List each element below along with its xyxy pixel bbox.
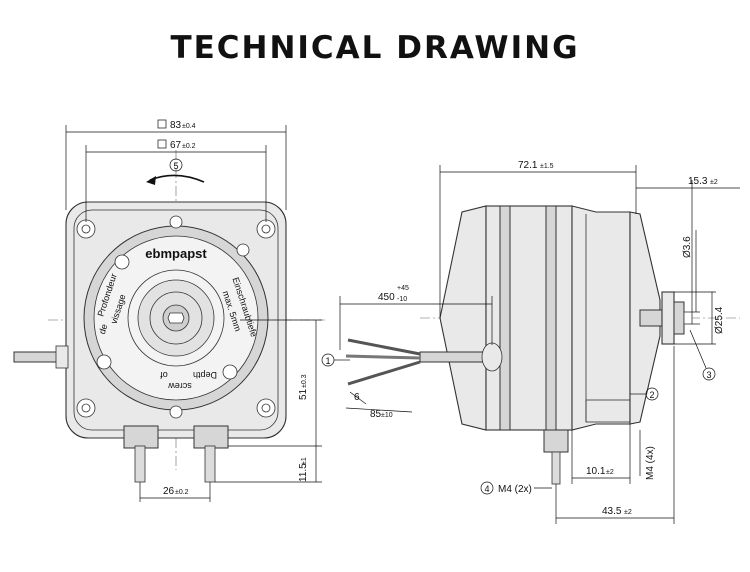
dim-450-tol-plus: +45 [397, 285, 409, 292]
cable-grommet [55, 345, 69, 369]
rotation-arrow [149, 174, 205, 183]
dim-line-85 [345, 407, 413, 413]
dim-10-1-tol: ±2 [606, 469, 614, 476]
dim-83-value: 83 [170, 120, 182, 131]
dim-67-tol: ±0.2 [182, 143, 196, 150]
dim-6-value: 6 [354, 392, 360, 403]
square-symbol [157, 139, 167, 149]
face-hole [222, 364, 238, 380]
front-view: ebmpapst Profondeur de vissage Einschrau… [13, 119, 325, 502]
bearing-ring-outer [127, 269, 225, 367]
dim-51-value: 51 [298, 388, 309, 400]
cable-gland [481, 342, 503, 372]
mount-screw [551, 451, 561, 485]
face-hole [236, 243, 250, 257]
dim-26-tol: ±0.2 [175, 489, 189, 496]
corner-hole [76, 219, 96, 239]
callout-4-circle [480, 481, 494, 495]
callout-1: 1 [325, 356, 330, 366]
square-symbol [157, 119, 167, 129]
dim-83-tol: ±0.4 [182, 123, 196, 130]
shaft-hex [167, 312, 185, 324]
brand-logo: ebmpapst [145, 246, 207, 261]
corner-hole-inner [81, 224, 91, 234]
terminal-pin-right [204, 445, 216, 483]
side-view: 72.1 ±1.5 15.3 ±2 Ø3.6 Ø25.4 3 450 +45 -… [321, 160, 740, 524]
bearing-ring-inner [149, 291, 203, 345]
dim-67-value: 67 [170, 140, 182, 151]
hub [661, 291, 675, 345]
callout-3: 3 [706, 370, 711, 380]
dim-72-1-value: 72.1 [518, 160, 538, 171]
callout-2: 2 [649, 390, 654, 400]
dim-11-5-tol: ±1 [301, 457, 308, 465]
screw-side-label: M4 (4x) [645, 446, 656, 480]
dim-450-tol-minus: -10 [397, 296, 407, 303]
side-cable [419, 351, 487, 363]
dim-10-1-value: 10.1 [586, 466, 606, 477]
dim-15-3-tol: ±2 [710, 179, 718, 186]
callout-5-circle [169, 158, 183, 172]
bottom-terminals [123, 425, 229, 483]
dim-43-5-value: 43.5 [602, 506, 622, 517]
corner-hole-inner [261, 224, 271, 234]
side-flange [585, 399, 631, 423]
callout-5: 5 [173, 161, 178, 171]
corner-hole [256, 398, 276, 418]
front-frame-side [571, 205, 631, 431]
face-hole [169, 405, 183, 419]
dim-15-3-value: 15.3 [688, 176, 708, 187]
corner-hole [256, 219, 276, 239]
terminal-pin-left [134, 445, 146, 483]
motor-housing [485, 205, 573, 431]
housing-rib [499, 205, 511, 431]
callout-2-circle [645, 387, 659, 401]
cable-leads [345, 338, 421, 386]
mount-boss [543, 429, 569, 453]
shaft-tip [683, 311, 693, 325]
callout-3-circle [702, 367, 716, 381]
callout-4: 4 [484, 484, 489, 494]
dim-26-value: 26 [163, 486, 175, 497]
face-hole [96, 354, 112, 370]
face-hole [114, 254, 130, 270]
dim-450-value: 450 [378, 292, 395, 303]
lead-wire [347, 338, 421, 356]
housing-rib [545, 205, 557, 431]
corner-hole-inner [81, 403, 91, 413]
callout-3-leader [689, 329, 707, 369]
screw-label: M4 (2x) [498, 484, 532, 495]
dim-85-tol: ±10 [381, 412, 393, 419]
corner-holes [76, 219, 276, 418]
dim-3-6-value: Ø3.6 [682, 236, 693, 258]
corner-hole [76, 398, 96, 418]
dim-line-6 [349, 391, 367, 405]
corner-hole-inner [261, 403, 271, 413]
label-fr-line2: de [97, 323, 110, 336]
face-holes [96, 215, 250, 419]
dim-85-value: 85 [370, 409, 382, 420]
dim-43-5-tol: ±2 [624, 509, 632, 516]
dim-51-tol: ±0.3 [301, 374, 308, 388]
page-title: TECHNICAL DRAWING [170, 30, 580, 66]
lead-wire [345, 354, 421, 360]
callout-1-circle [321, 353, 335, 367]
rear-shroud [439, 205, 487, 431]
label-en-line2: of [160, 370, 168, 380]
lead-wire [347, 360, 421, 386]
label-en-line3: screw [168, 381, 192, 391]
shaft [639, 309, 663, 327]
terminal-block-right [193, 425, 229, 449]
dim-25-4-value: Ø25.4 [714, 306, 725, 334]
rotation-arrow-head [146, 176, 156, 185]
dim-72-1-tol: ±1.5 [540, 163, 554, 170]
dim-11-5-value: 11.5 [298, 463, 309, 482]
label-en-line1: Depth [193, 370, 217, 380]
terminal-block-left [123, 425, 159, 449]
hub-nose [673, 301, 685, 335]
face-hole [169, 215, 183, 229]
